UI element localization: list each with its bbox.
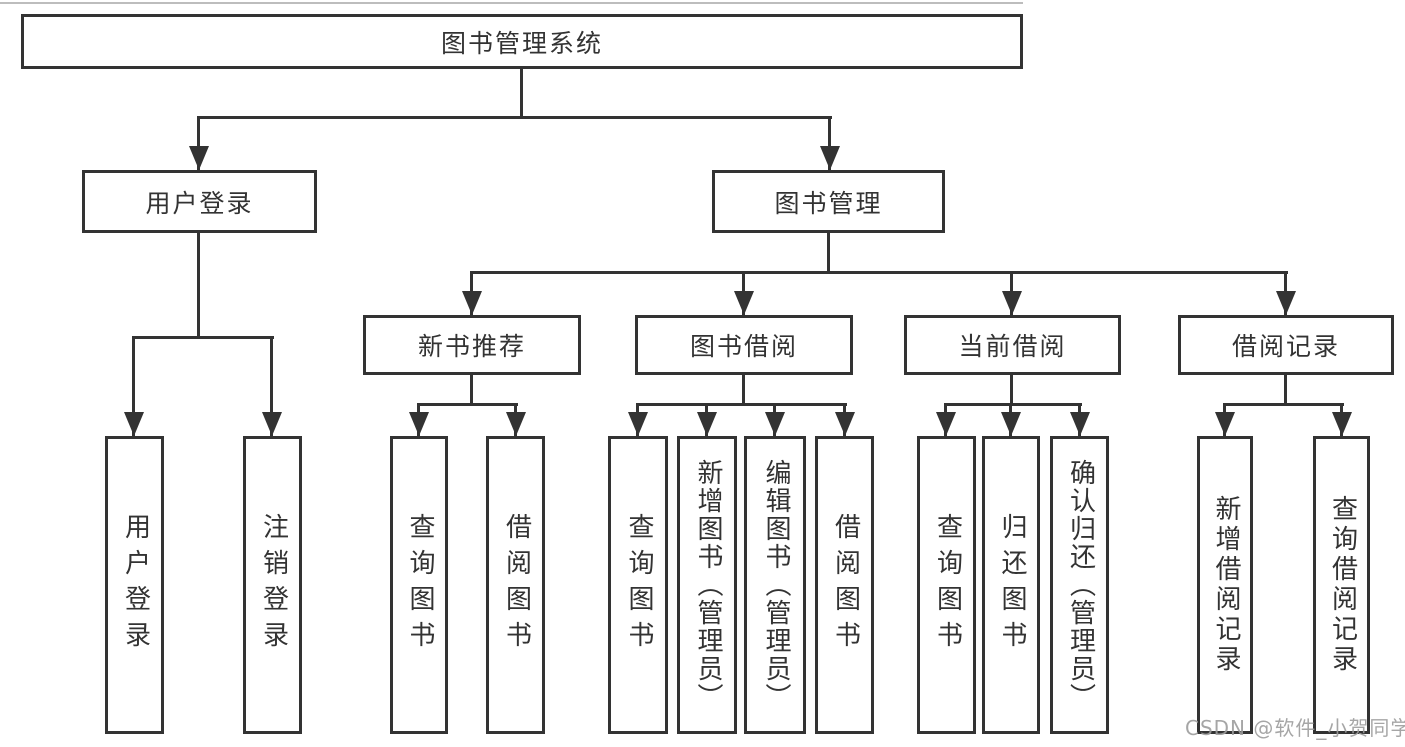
arrowhead-icon [697,412,717,436]
leaf-label: 查询图书 [623,513,654,657]
leaf-label: 归还图书 [996,513,1027,657]
leaf-label: 确认归还（管理员） [1065,459,1096,711]
leaf-records-query-record: 查询借阅记录 [1313,436,1370,734]
connector-current-stem [1010,375,1013,403]
leaf-user-login: 用户登录 [105,436,164,734]
arrowhead-icon [189,146,209,170]
leaf-current-query-books: 查询图书 [917,436,976,734]
arrowhead-icon [734,291,754,315]
leaf-label: 借阅图书 [501,513,532,657]
leaf-label: 用户登录 [120,513,151,657]
node-book-management: 图书管理 [712,170,945,233]
arrowhead-icon [506,412,526,436]
connector-root-to-mgmt [828,116,831,170]
arrowhead-icon [409,412,429,436]
leaf-borrow-query-books: 查询图书 [608,436,668,734]
leaf-logout: 注销登录 [243,436,302,734]
leaf-label: 查询借阅记录 [1327,495,1358,675]
arrowhead-icon [820,146,840,170]
connector-mgmt-rail [470,271,1288,274]
leaf-label: 新增借阅记录 [1210,495,1241,675]
arrowhead-icon [1002,291,1022,315]
arrowhead-icon [628,412,648,436]
arrowhead-icon [1070,412,1090,436]
node-book-borrow: 图书借阅 [635,315,853,375]
node-borrow-records: 借阅记录 [1178,315,1394,375]
leaf-label: 编辑图书（管理员） [760,459,791,711]
leaf-recommend-borrow-books: 借阅图书 [486,436,545,734]
connector-login-stem [197,233,200,336]
connector-root-stem [520,69,523,116]
leaf-recommend-query-books: 查询图书 [390,436,448,734]
leaf-borrow-add-books-admin: 新增图书（管理员） [677,436,737,734]
connector-root-to-login [197,116,200,170]
connector-login-to-leaf1 [132,336,135,436]
arrowhead-icon [462,291,482,315]
leaf-label: 新增图书（管理员） [692,459,723,711]
connector-current-rail [944,403,1082,406]
connector-records-stem [1284,375,1287,403]
arrowhead-icon [1332,412,1352,436]
node-root-library-system: 图书管理系统 [21,14,1023,69]
arrowhead-icon [262,412,282,436]
arrowhead-icon [124,412,144,436]
leaf-label: 注销登录 [258,513,289,657]
connector-records-rail [1223,403,1344,406]
leaf-borrow-edit-books-admin: 编辑图书（管理员） [744,436,806,734]
leaf-label: 查询图书 [404,513,435,657]
connector-borrow-stem [742,375,745,403]
connector-login-rail [132,336,274,339]
watermark: CSDN @软件_小贺同学 [1185,716,1405,740]
arrowhead-icon [765,412,785,436]
connector-login-to-leaf2 [270,336,273,436]
arrowhead-icon [936,412,956,436]
connector-root-rail [198,116,832,119]
connector-recommend-rail [417,403,518,406]
arrowhead-icon [1276,291,1296,315]
leaf-current-confirm-return-admin: 确认归还（管理员） [1050,436,1109,734]
node-new-book-recommend: 新书推荐 [363,315,581,375]
node-current-borrow: 当前借阅 [904,315,1121,375]
connector-recommend-stem [470,375,473,403]
arrowhead-icon [1215,412,1235,436]
arrowhead-icon [835,412,855,436]
connector-borrow-rail [636,403,847,406]
page-top-divider [0,2,1023,4]
leaf-label: 查询图书 [932,513,963,657]
arrowhead-icon [1001,412,1021,436]
leaf-label: 借阅图书 [830,513,861,657]
leaf-borrow-borrow-books: 借阅图书 [815,436,874,734]
connector-mgmt-stem [827,233,830,271]
leaf-records-add-record: 新增借阅记录 [1197,436,1253,734]
leaf-current-return-books: 归还图书 [982,436,1040,734]
node-user-login: 用户登录 [82,170,317,233]
